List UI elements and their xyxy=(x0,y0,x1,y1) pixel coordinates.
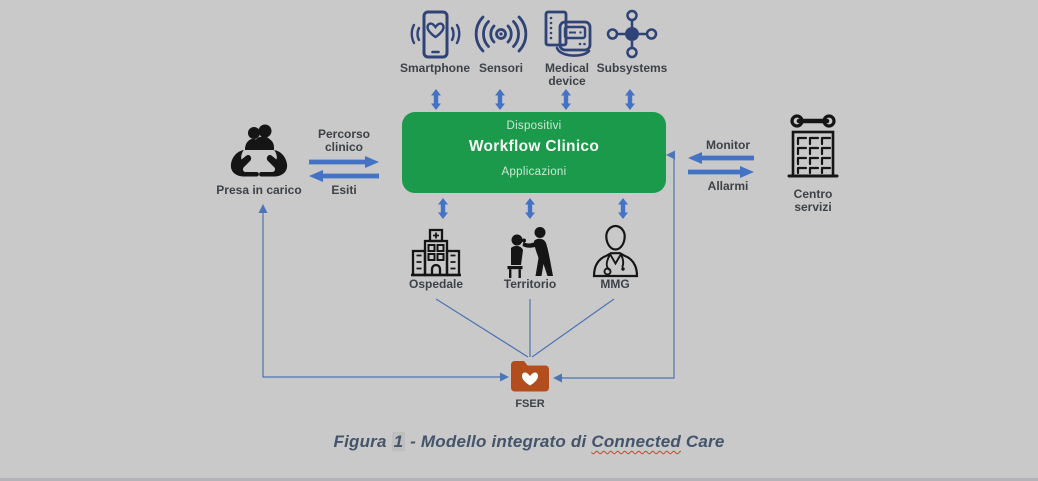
caregiver-patient-icon xyxy=(507,227,553,278)
arrowhead-left-into-workflow xyxy=(666,150,675,160)
figure-number-field: 1 xyxy=(391,432,406,451)
figure-caption: Figura 1 - Modello integrato di Connecte… xyxy=(20,432,1038,452)
caption-prefix: Figura xyxy=(333,432,392,451)
arrowhead-right-into-fser xyxy=(500,372,509,382)
actor-territorio: Territorio xyxy=(482,224,578,291)
actor-label: Territorio xyxy=(503,277,557,291)
applicazioni-label: Applicazioni xyxy=(501,166,567,178)
doctor-icon xyxy=(592,224,639,278)
double-arrow-icon xyxy=(525,198,535,219)
presa-in-carico-label: Presa in carico xyxy=(216,183,302,197)
double-arrow-icon xyxy=(431,89,441,110)
caption-middle: - Modello integrato di xyxy=(405,432,592,451)
actor-label: MMG xyxy=(600,277,630,291)
subsystems-network-icon xyxy=(606,9,658,59)
caring-hands-icon xyxy=(230,124,288,177)
page-bottom-edge xyxy=(0,478,1038,481)
medical-device-icon xyxy=(544,10,592,57)
device-sensori: Sensori xyxy=(453,6,549,75)
hospital-icon xyxy=(411,228,461,277)
actor-ospedale: Ospedale xyxy=(388,224,484,291)
caption-tail: Care xyxy=(680,432,725,451)
arrow-left-icon xyxy=(309,170,379,182)
double-arrow-icon xyxy=(618,198,628,219)
device-label: Sensori xyxy=(478,61,523,75)
arrow-left-icon xyxy=(688,152,754,164)
esiti-label: Esiti xyxy=(331,183,357,197)
arrow-right-icon xyxy=(688,166,754,178)
sensor-waves-icon xyxy=(474,15,528,53)
double-arrow-icon xyxy=(561,89,571,110)
line-mmg-fser xyxy=(531,298,615,358)
smartphone-heart-icon xyxy=(410,10,461,59)
service-building-wrench-icon xyxy=(787,114,839,178)
device-smartphone: Smartphone xyxy=(387,6,483,75)
double-arrow-icon xyxy=(438,198,448,219)
allarmi-label: Allarmi xyxy=(707,179,749,193)
device-label: Subsystems xyxy=(596,61,668,75)
line-ospedale-fser xyxy=(435,298,529,358)
arrowhead-up xyxy=(258,204,268,213)
double-arrow-icon xyxy=(495,89,505,110)
arrow-right-icon xyxy=(309,156,379,168)
caption-spellchecked-word: Connected xyxy=(591,432,681,451)
centro-servizi-label: Centro servizi xyxy=(793,187,833,214)
fser-label: FSER xyxy=(515,398,545,410)
workflow-clinico-box: Dispositivi Workflow Clinico Applicazion… xyxy=(402,112,666,193)
actor-mmg: MMG xyxy=(567,224,663,291)
monitor-label: Monitor xyxy=(706,138,750,152)
device-label: Smartphone xyxy=(399,61,470,75)
folder-heart-icon xyxy=(511,361,549,392)
double-arrow-icon xyxy=(625,89,635,110)
arrowhead-left-into-fser xyxy=(553,373,562,383)
dispositivi-label: Dispositivi xyxy=(506,120,562,132)
device-subsystems: Subsystems xyxy=(584,6,680,75)
percorso-clinico-label: Percorso clinico xyxy=(317,127,371,154)
device-medical-device: Medical device xyxy=(519,6,615,88)
actor-label: Ospedale xyxy=(408,277,464,291)
device-label: Medical device xyxy=(544,61,589,88)
workflow-clinico-title: Workflow Clinico xyxy=(468,138,600,155)
